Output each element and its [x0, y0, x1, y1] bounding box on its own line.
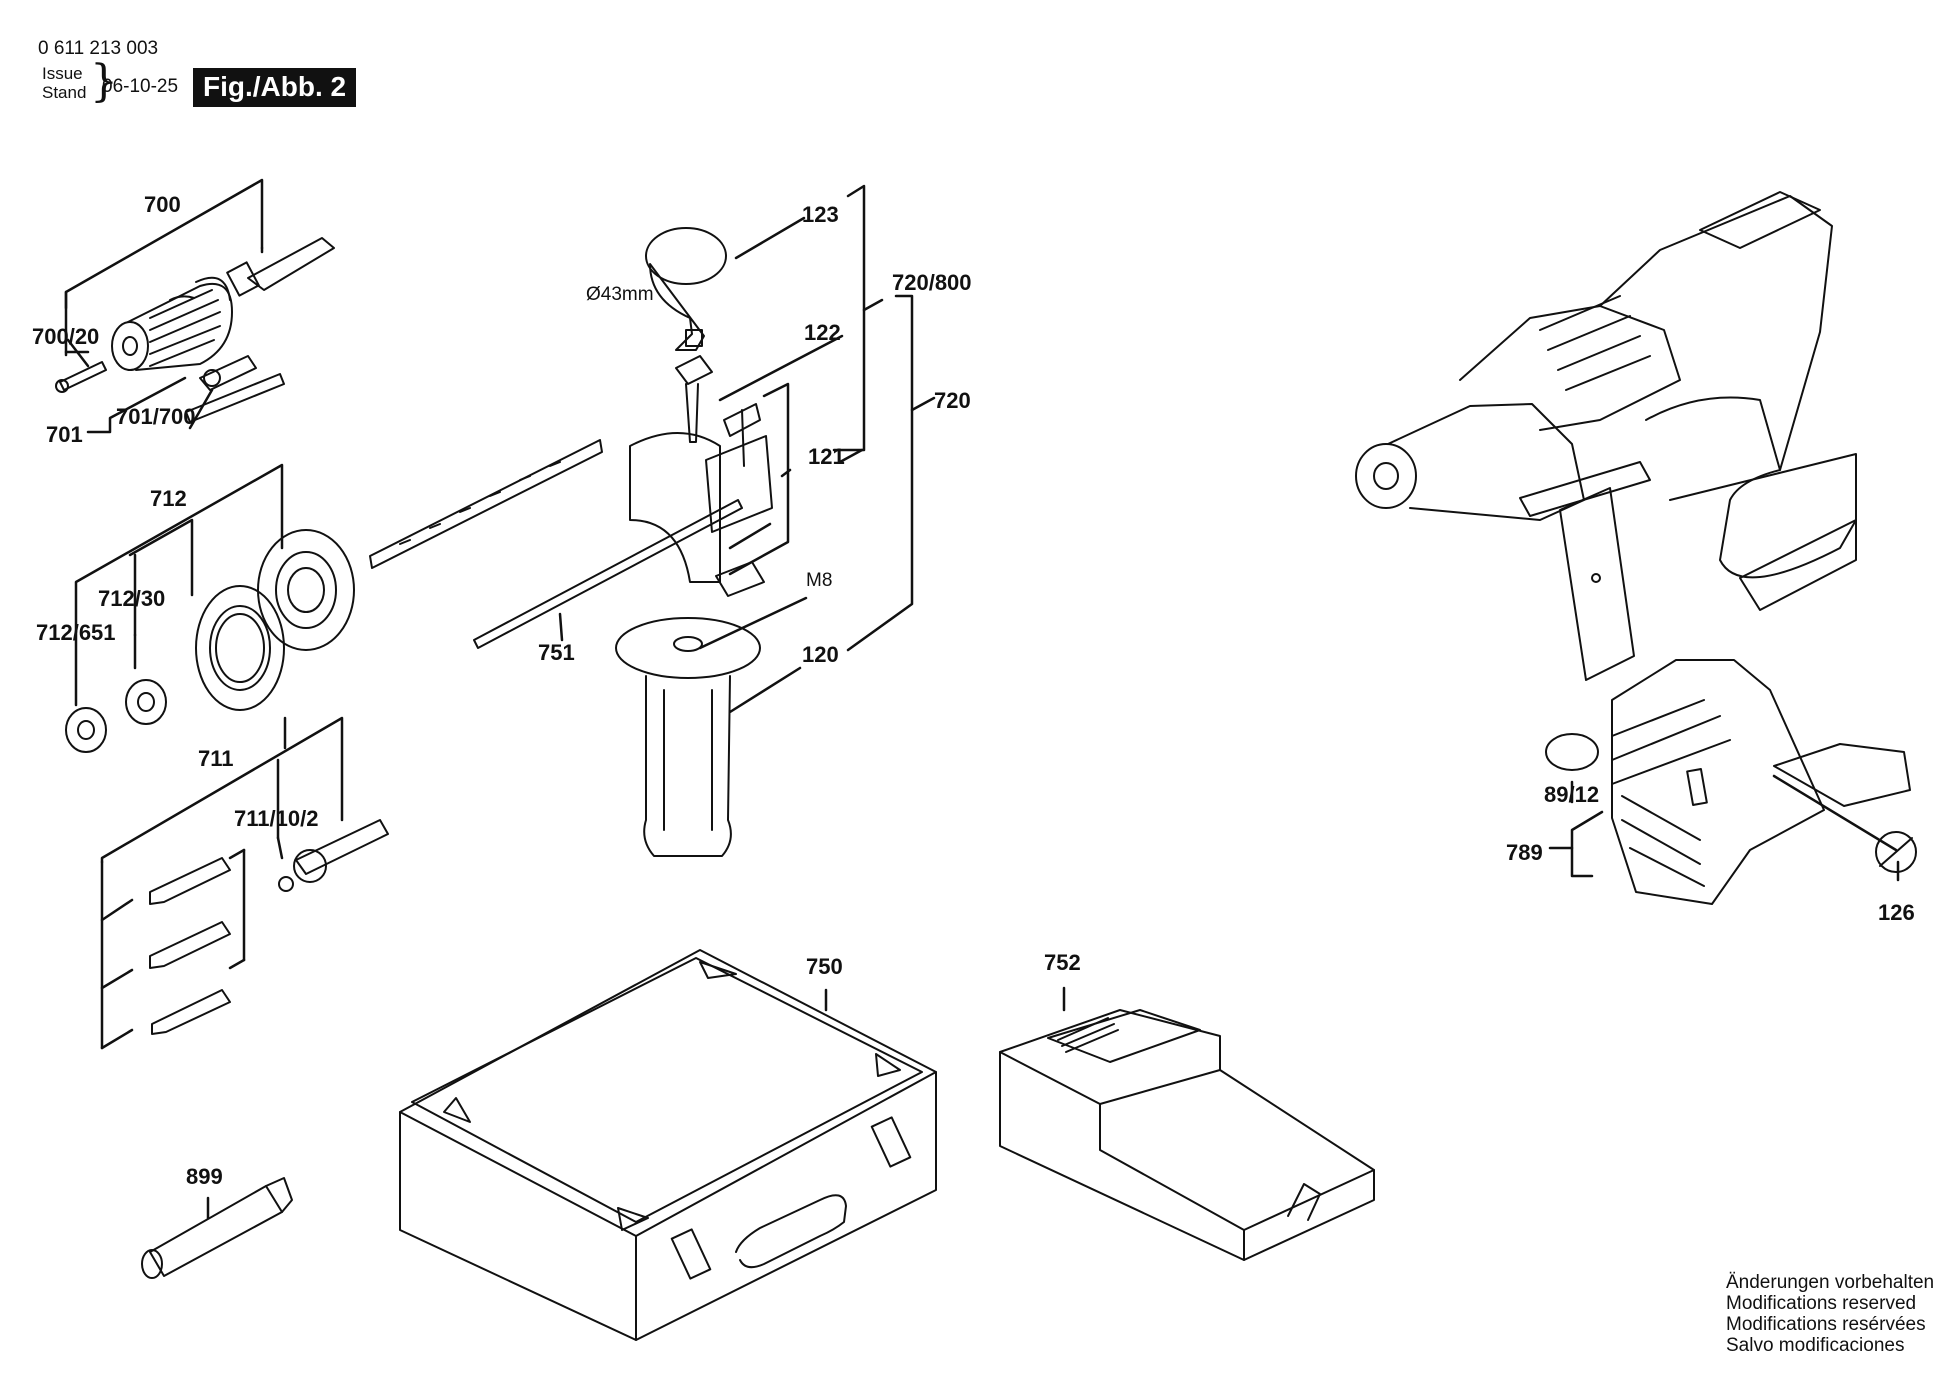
callout-122: 122 — [804, 320, 841, 345]
battery-charger-drawing — [999, 1009, 1375, 1261]
callout-712: 712 — [150, 486, 187, 511]
callout-120: 120 — [802, 642, 839, 667]
callout-701: 701 — [46, 422, 83, 447]
callout-43mm: Ø43mm — [586, 284, 654, 305]
callout-m8: M8 — [806, 570, 832, 591]
callout-720-800: 720/800 — [892, 270, 972, 295]
callout-700-20: 700/20 — [32, 324, 99, 349]
callout-751: 751 — [538, 640, 575, 665]
callout-750: 750 — [806, 954, 843, 979]
modification-notes: Änderungen vorbehalten Modifications res… — [1726, 1272, 1934, 1356]
callout-712-651: 712/651 — [36, 620, 116, 645]
callout-712-30: 712/30 — [98, 586, 165, 611]
issue-labels: Issue Stand — [42, 64, 86, 102]
stand-label: Stand — [42, 83, 87, 102]
document-header: 0 611 213 003 Issue Stand } 06-10-25 Fig… — [0, 0, 1960, 130]
issue-label: Issue — [42, 64, 83, 83]
callout-899: 899 — [186, 1164, 223, 1189]
screwdriver-bits-drawing — [149, 819, 389, 1035]
callout-701-700: 701/700 — [116, 404, 196, 429]
brace-icon: } — [90, 56, 118, 107]
callout-752: 752 — [1044, 950, 1081, 975]
callout-789: 789 — [1506, 840, 1543, 865]
callout-labels: 700 700/20 701 701/700 712 712/30 712/65… — [32, 192, 1915, 1189]
issue-date: 06-10-25 — [102, 76, 179, 97]
drill-chuck-drawing — [55, 237, 335, 423]
note-line: Salvo modificaciones — [1726, 1335, 1905, 1356]
note-line: Änderungen vorbehalten — [1726, 1272, 1935, 1293]
hammer-drill-drawing — [1355, 191, 1857, 681]
grease-tube-drawing — [141, 1177, 293, 1279]
document-number: 0 611 213 003 — [38, 38, 159, 59]
callout-711-10-2: 711/10/2 — [234, 806, 318, 831]
callout-123: 123 — [802, 202, 839, 227]
chuck-rings-drawing — [65, 529, 355, 753]
callout-711: 711 — [198, 746, 234, 771]
callout-121: 121 — [808, 444, 845, 469]
callout-89-12: 89/12 — [1544, 782, 1599, 807]
callout-700: 700 — [144, 192, 181, 217]
note-line: Modifications resérvées — [1726, 1314, 1926, 1335]
leader-lines — [64, 178, 1900, 1220]
callout-126: 126 — [1878, 900, 1915, 925]
note-line: Modifications reserved — [1726, 1293, 1917, 1314]
figure-label: Fig./Abb. 2 — [193, 68, 357, 107]
battery-pack-drawing — [1545, 659, 1917, 905]
auxiliary-handle-parts-drawing — [369, 227, 773, 857]
callout-720: 720 — [934, 388, 971, 413]
carrying-case-drawing — [399, 949, 937, 1341]
